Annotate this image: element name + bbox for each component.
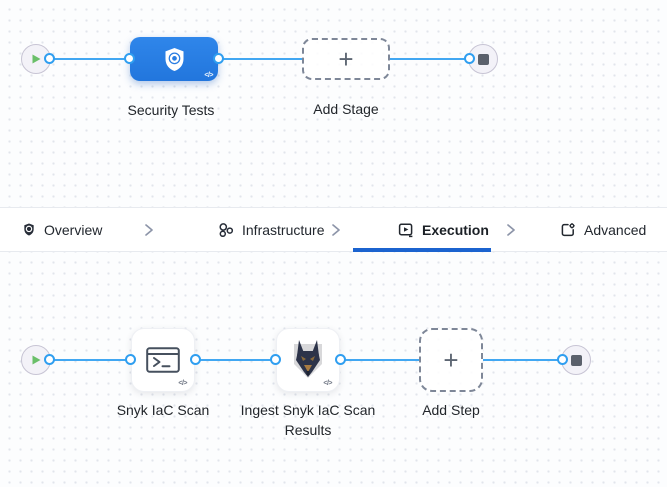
play-icon <box>32 54 41 64</box>
chevron-right-icon <box>145 224 153 236</box>
tab-label: Execution <box>422 221 489 238</box>
tab-label: Advanced <box>584 221 647 238</box>
snyk-dog-icon <box>288 338 328 382</box>
connector-port <box>464 53 475 64</box>
add-stage-label: Add Stage <box>313 101 379 117</box>
connector-port <box>44 354 55 365</box>
plus-icon: + <box>443 344 459 375</box>
infrastructure-icon <box>218 222 234 238</box>
add-stage-button[interactable]: + <box>302 38 390 80</box>
connector-port <box>44 53 55 64</box>
stop-icon <box>477 53 489 65</box>
step-node-ingest-snyk-results[interactable]: </> <box>276 328 340 392</box>
terminal-icon <box>146 347 180 373</box>
tab-label: Infrastructure <box>242 221 325 238</box>
stage-tabbar: Overview Infrastructure <box>0 207 667 252</box>
execution-icon <box>398 222 414 238</box>
tab-infrastructure[interactable]: Infrastructure <box>218 208 324 251</box>
step-label: Ingest Snyk IaC Scan Results <box>240 402 376 438</box>
play-icon <box>32 355 41 365</box>
step-label: Snyk IaC Scan <box>116 402 210 418</box>
edge <box>483 359 564 361</box>
chevron-right-icon <box>507 224 515 236</box>
connector-port <box>190 354 201 365</box>
add-step-button[interactable]: + <box>419 328 483 392</box>
plus-icon: + <box>338 43 354 74</box>
active-tab-underline <box>353 248 491 252</box>
edge <box>220 58 304 60</box>
tab-advanced[interactable]: Advanced <box>560 208 646 251</box>
stop-icon <box>570 354 582 366</box>
edge <box>342 359 421 361</box>
chevron-right-icon <box>332 224 340 236</box>
advanced-icon <box>560 222 576 238</box>
tab-execution[interactable]: Execution <box>398 208 489 251</box>
connector-port <box>335 354 346 365</box>
connector-port <box>213 53 224 64</box>
tab-label: Overview <box>44 221 103 238</box>
code-icon: </> <box>204 72 213 79</box>
shield-icon <box>22 222 36 237</box>
edge <box>50 58 128 60</box>
stage-label: Security Tests <box>127 102 215 118</box>
connector-port <box>124 53 135 64</box>
code-icon: </> <box>323 380 332 387</box>
code-icon: </> <box>178 380 187 387</box>
tab-overview[interactable]: Overview <box>22 208 102 251</box>
shield-scan-icon <box>161 46 188 73</box>
connector-port <box>557 354 568 365</box>
edge <box>197 359 278 361</box>
connector-port <box>270 354 281 365</box>
connector-port <box>125 354 136 365</box>
edge <box>389 58 471 60</box>
edge <box>50 359 133 361</box>
stage-node-security-tests[interactable]: </> <box>130 37 218 81</box>
add-step-label: Add Step <box>422 402 480 418</box>
step-node-snyk-iac-scan[interactable]: </> <box>131 328 195 392</box>
